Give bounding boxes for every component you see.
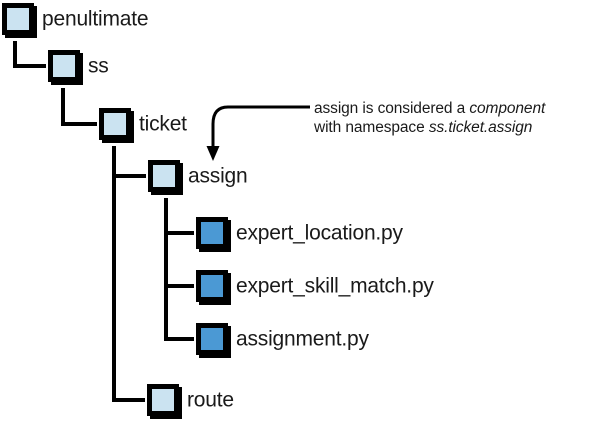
- callout-arrow-icon: [206, 105, 310, 161]
- tree-node-assign[interactable]: assign: [148, 160, 348, 192]
- package-folder-icon: [147, 384, 179, 416]
- tree-node-label: expert_skill_match.py: [236, 274, 434, 298]
- annotation-line-2-emphasis: ss.ticket.assign: [428, 119, 533, 136]
- package-folder-icon: [48, 50, 80, 82]
- tree-node-label: assign: [188, 164, 248, 188]
- annotation-line-2: with namespace ss.ticket.assign: [314, 118, 600, 137]
- tree-node-penultimate[interactable]: penultimate: [2, 3, 242, 35]
- tree-node-label: ticket: [139, 112, 187, 136]
- python-file-icon: [196, 323, 228, 355]
- annotation-line-1-emphasis: component: [469, 100, 546, 117]
- python-file-icon: [196, 217, 228, 249]
- annotation-line-1-prefix: assign is considered a: [314, 100, 470, 117]
- package-folder-icon: [148, 160, 180, 192]
- tree-node-ss[interactable]: ss: [48, 50, 248, 82]
- annotation-callout: assign is considered a component with na…: [314, 99, 600, 137]
- annotation-line-1: assign is considered a component: [314, 99, 600, 118]
- tree-node-expert-skill-match-py[interactable]: expert_skill_match.py: [196, 270, 516, 302]
- tree-node-label: expert_location.py: [236, 221, 403, 245]
- annotation-line-2-prefix: with namespace: [314, 119, 429, 136]
- tree-node-label: penultimate: [42, 7, 149, 31]
- tree-node-label: ss: [88, 54, 109, 78]
- tree-node-ticket[interactable]: ticket: [99, 108, 299, 140]
- tree-node-assignment-py[interactable]: assignment.py: [196, 323, 496, 355]
- tree-node-expert-location-py[interactable]: expert_location.py: [196, 217, 496, 249]
- tree-node-route[interactable]: route: [147, 384, 347, 416]
- package-folder-icon: [2, 3, 34, 35]
- tree-node-label: route: [187, 388, 234, 412]
- python-file-icon: [196, 270, 228, 302]
- package-folder-icon: [99, 108, 131, 140]
- tree-node-label: assignment.py: [236, 327, 369, 351]
